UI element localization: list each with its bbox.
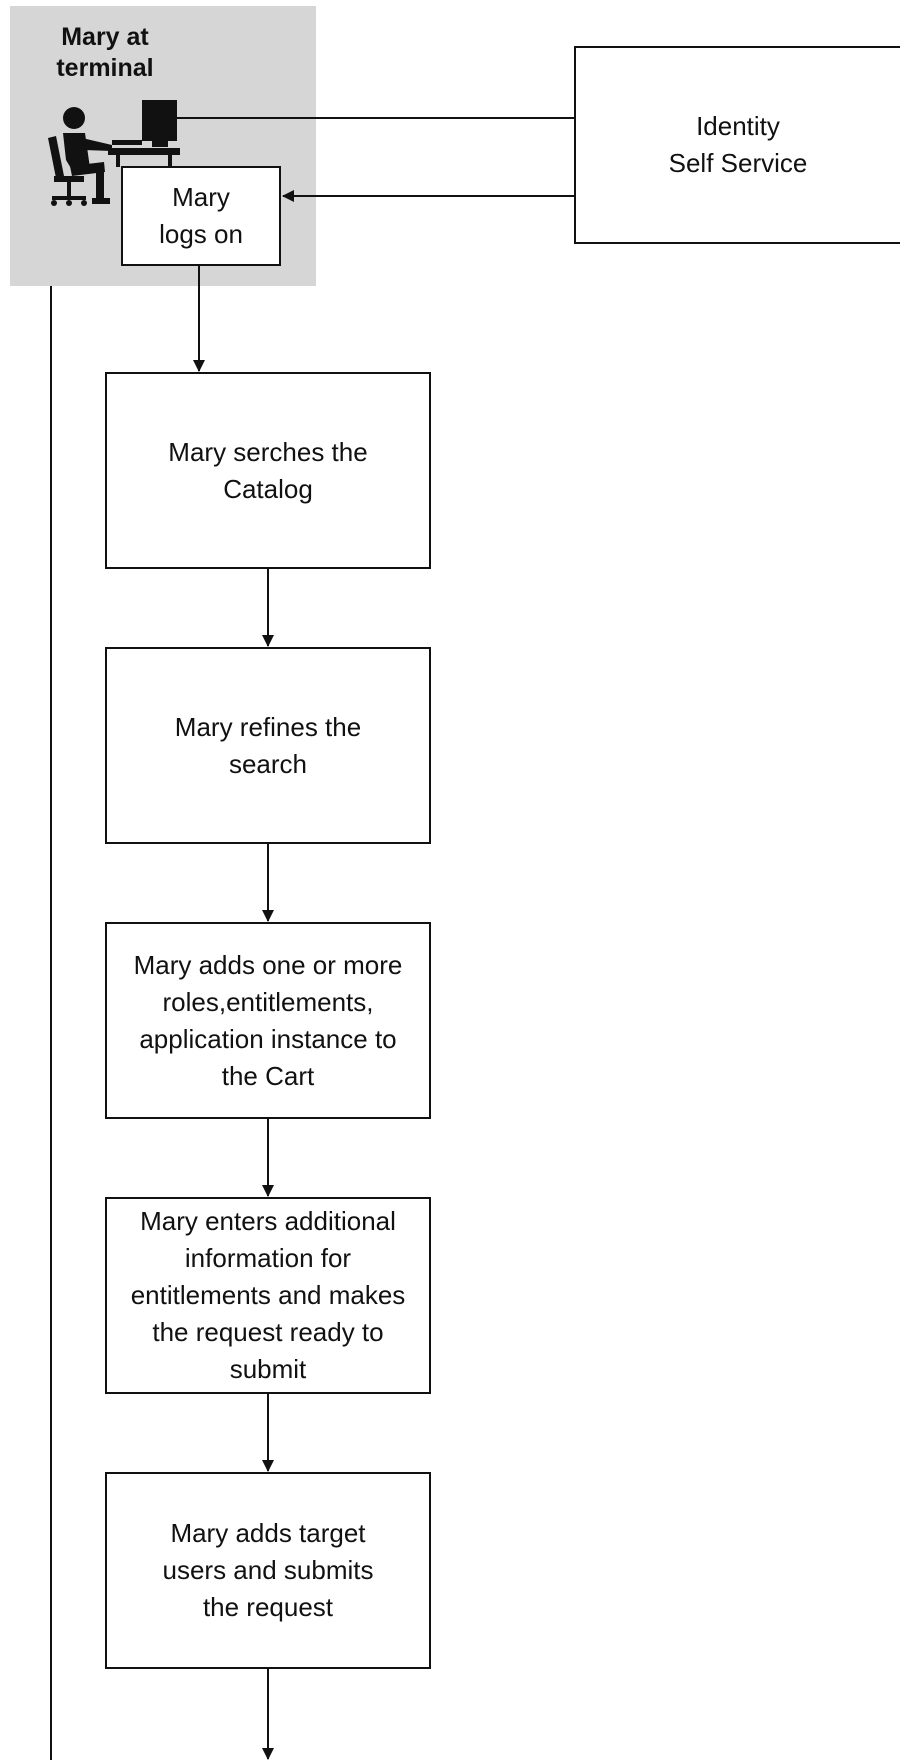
logon-box: Mary logs on bbox=[121, 166, 281, 266]
step5-line1: Mary adds target bbox=[170, 1518, 366, 1548]
step1-line1: Mary serches the bbox=[168, 436, 368, 467]
person-at-computer-icon bbox=[48, 100, 180, 206]
identity-line1: Identity bbox=[696, 111, 780, 141]
step4-line4: the request ready to bbox=[152, 1317, 384, 1347]
identity-line2: Self Service bbox=[668, 148, 808, 178]
step3-line2: roles,entitlements, bbox=[162, 986, 374, 1017]
step5-line2: users and submits bbox=[162, 1555, 374, 1585]
step4-line1: Mary enters additional bbox=[140, 1206, 396, 1236]
actor-title-line2: terminal bbox=[56, 54, 154, 82]
step2-line2: search bbox=[228, 748, 308, 779]
step-enter-information-box: Mary enters additional information for e… bbox=[105, 1197, 431, 1394]
step4-line5: submit bbox=[229, 1354, 307, 1384]
step3-line1: Mary adds one or more bbox=[133, 949, 403, 980]
identity-self-service-box: Identity Self Service bbox=[574, 46, 900, 244]
step-submit-request-box: Mary adds target users and submits the r… bbox=[105, 1472, 431, 1669]
logon-line2: logs on bbox=[159, 219, 243, 249]
step4-line3: entitlements and makes bbox=[130, 1280, 406, 1310]
step3-line4: the Cart bbox=[221, 1060, 315, 1091]
step5-line3: the request bbox=[202, 1592, 334, 1622]
step1-line2: Catalog bbox=[223, 473, 313, 504]
step4-line2: information for bbox=[184, 1243, 352, 1273]
step-add-to-cart-box: Mary adds one or more roles,entitlements… bbox=[105, 922, 431, 1119]
step2-line1: Mary refines the bbox=[174, 711, 362, 742]
step3-line3: application instance to bbox=[139, 1023, 397, 1054]
step-search-catalog-box: Mary serches the Catalog bbox=[105, 372, 431, 569]
actor-title-line1: Mary at bbox=[61, 23, 149, 51]
actor-title: Mary at terminal bbox=[20, 22, 190, 84]
step-refine-search-box: Mary refines the search bbox=[105, 647, 431, 844]
logon-line1: Mary bbox=[172, 182, 230, 212]
